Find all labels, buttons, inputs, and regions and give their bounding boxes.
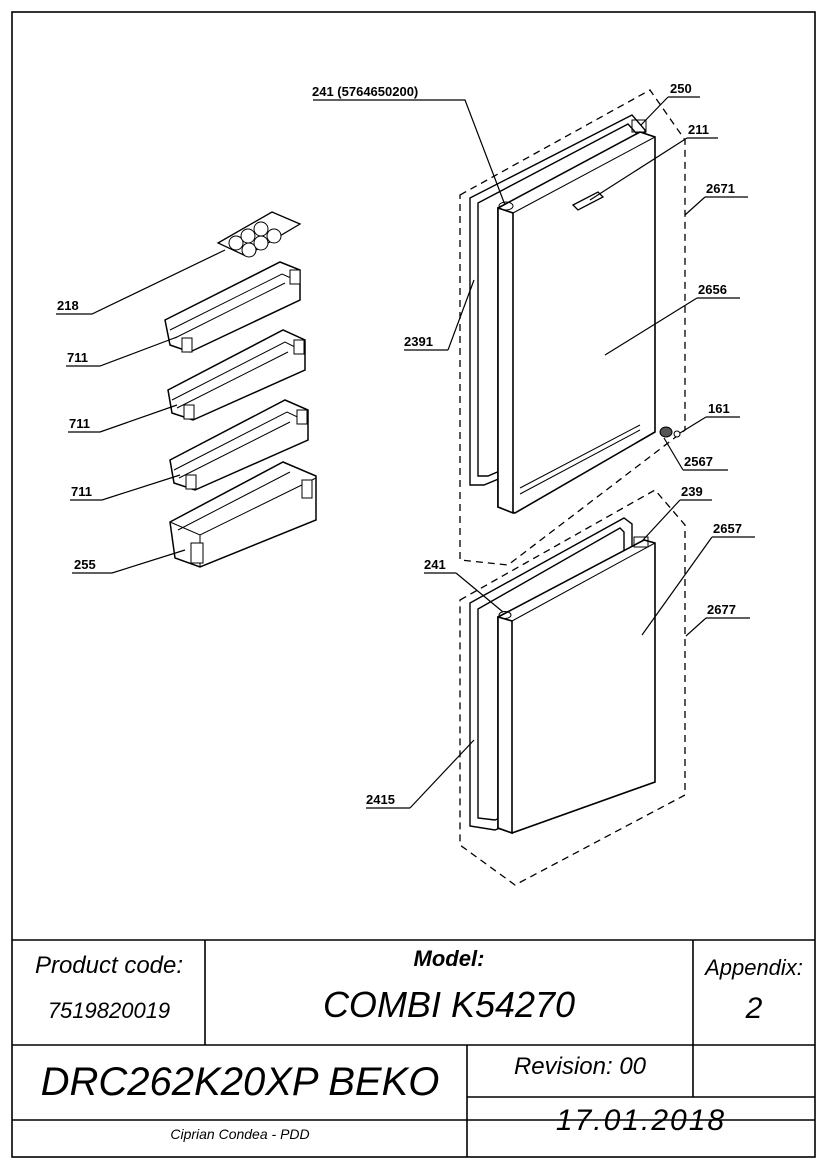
label-241: 241 bbox=[424, 557, 446, 572]
door-shelf-255 bbox=[169, 461, 317, 568]
product-name: DRC262K20XP BEKO bbox=[40, 1060, 440, 1104]
label-241-code: 241 (5764650200) bbox=[312, 84, 418, 99]
label-711-b: 711 bbox=[69, 416, 90, 431]
upper-door-assembly bbox=[459, 89, 686, 566]
product-code-label: Product code: bbox=[34, 952, 184, 979]
model-label: Model: bbox=[413, 946, 485, 971]
label-2677: 2677 bbox=[707, 602, 736, 617]
part-labels: 241 (5764650200) 250 211 2671 2656 2391 … bbox=[57, 81, 742, 807]
label-2391: 2391 bbox=[404, 334, 433, 349]
label-255: 255 bbox=[74, 557, 96, 572]
product-code-value: 7519820019 bbox=[47, 998, 171, 1023]
egg-tray-218 bbox=[216, 211, 302, 258]
lower-door-panel-2657 bbox=[497, 536, 656, 835]
label-2671: 2671 bbox=[706, 181, 735, 196]
door-shelf-711-c bbox=[169, 399, 309, 491]
appendix-label: Appendix: bbox=[705, 955, 803, 980]
label-218: 218 bbox=[57, 298, 79, 313]
label-2657: 2657 bbox=[713, 521, 742, 536]
model-value: COMBI K54270 bbox=[322, 984, 576, 1025]
hinge-part-2567 bbox=[659, 426, 681, 438]
upper-door-panel-2656 bbox=[497, 119, 656, 515]
label-2656: 2656 bbox=[698, 282, 727, 297]
title-block-grid bbox=[12, 939, 815, 1157]
revision-label: Revision: 00 bbox=[513, 1053, 647, 1080]
label-711-c: 711 bbox=[71, 484, 92, 499]
drawing-frame bbox=[11, 11, 816, 1158]
author: Ciprian Condea - PDD bbox=[170, 1126, 310, 1142]
label-161: 161 bbox=[708, 401, 730, 416]
label-2415: 2415 bbox=[366, 792, 395, 807]
door-shelf-711-b bbox=[167, 329, 306, 421]
label-2567: 2567 bbox=[684, 454, 713, 469]
label-211: 211 bbox=[688, 122, 709, 137]
lower-door-assembly bbox=[459, 489, 686, 886]
appendix-value: 2 bbox=[745, 992, 763, 1025]
door-shelf-711-a bbox=[164, 261, 301, 353]
label-711-a: 711 bbox=[67, 350, 88, 365]
revision-date: 17.01.2018 bbox=[555, 1104, 727, 1137]
label-239: 239 bbox=[681, 484, 703, 499]
label-250: 250 bbox=[670, 81, 692, 96]
leader-lines bbox=[56, 96, 755, 809]
